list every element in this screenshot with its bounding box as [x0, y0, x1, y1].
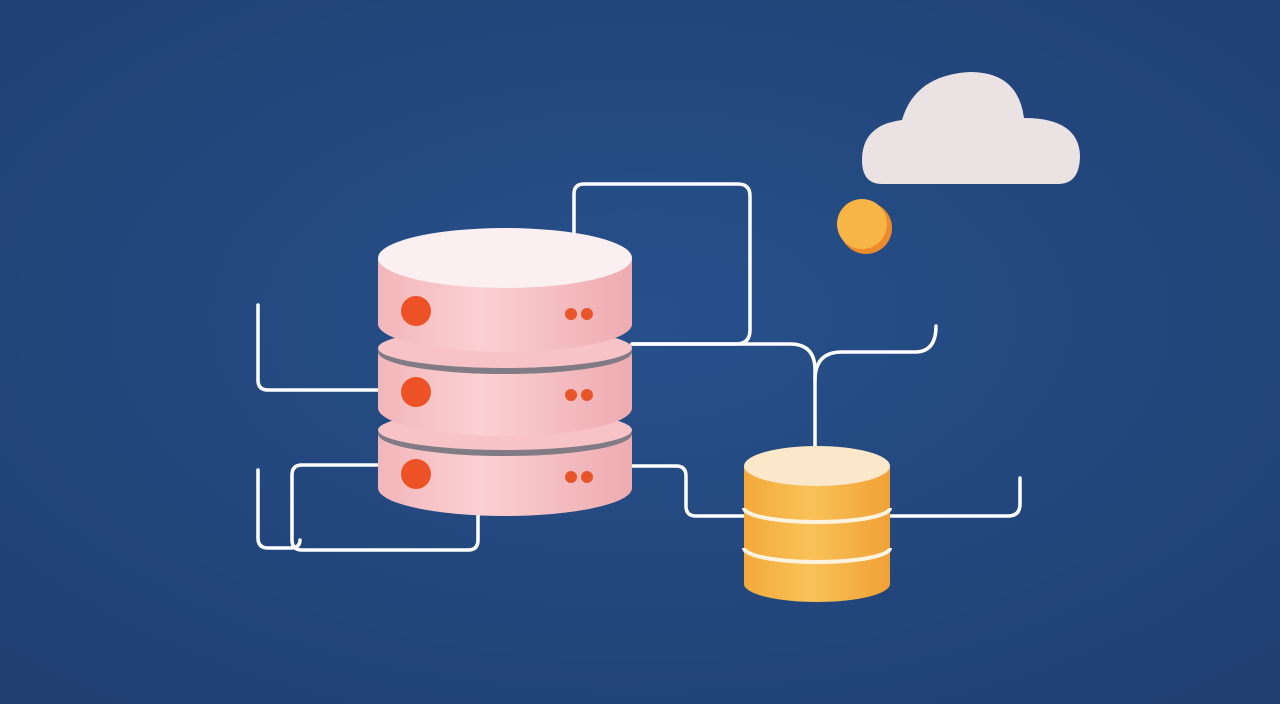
status-led-small	[565, 389, 577, 401]
status-led-main	[401, 377, 431, 407]
connector-left-lower	[256, 468, 302, 550]
status-led-main	[401, 296, 431, 326]
db-tier-1	[378, 228, 632, 352]
db-band	[742, 507, 892, 524]
status-led-small	[565, 308, 577, 320]
status-led-small	[565, 471, 577, 483]
coin-icon	[837, 199, 892, 254]
db-band	[742, 547, 892, 564]
status-led-main	[401, 459, 431, 489]
connector-left-upper	[256, 303, 382, 392]
connector-right	[888, 476, 1022, 518]
connector-lines	[256, 182, 1022, 552]
connector-bottom-link	[628, 464, 750, 518]
connector-left-loop	[290, 463, 480, 552]
cloud-icon	[862, 72, 1080, 184]
status-led-small	[581, 471, 593, 483]
connector-upper-right	[813, 324, 938, 382]
status-led-small	[581, 308, 593, 320]
connector-upper-box	[572, 182, 752, 346]
database-stack-icon	[378, 228, 632, 516]
status-led-small	[581, 389, 593, 401]
database-cylinder-icon	[742, 446, 892, 602]
